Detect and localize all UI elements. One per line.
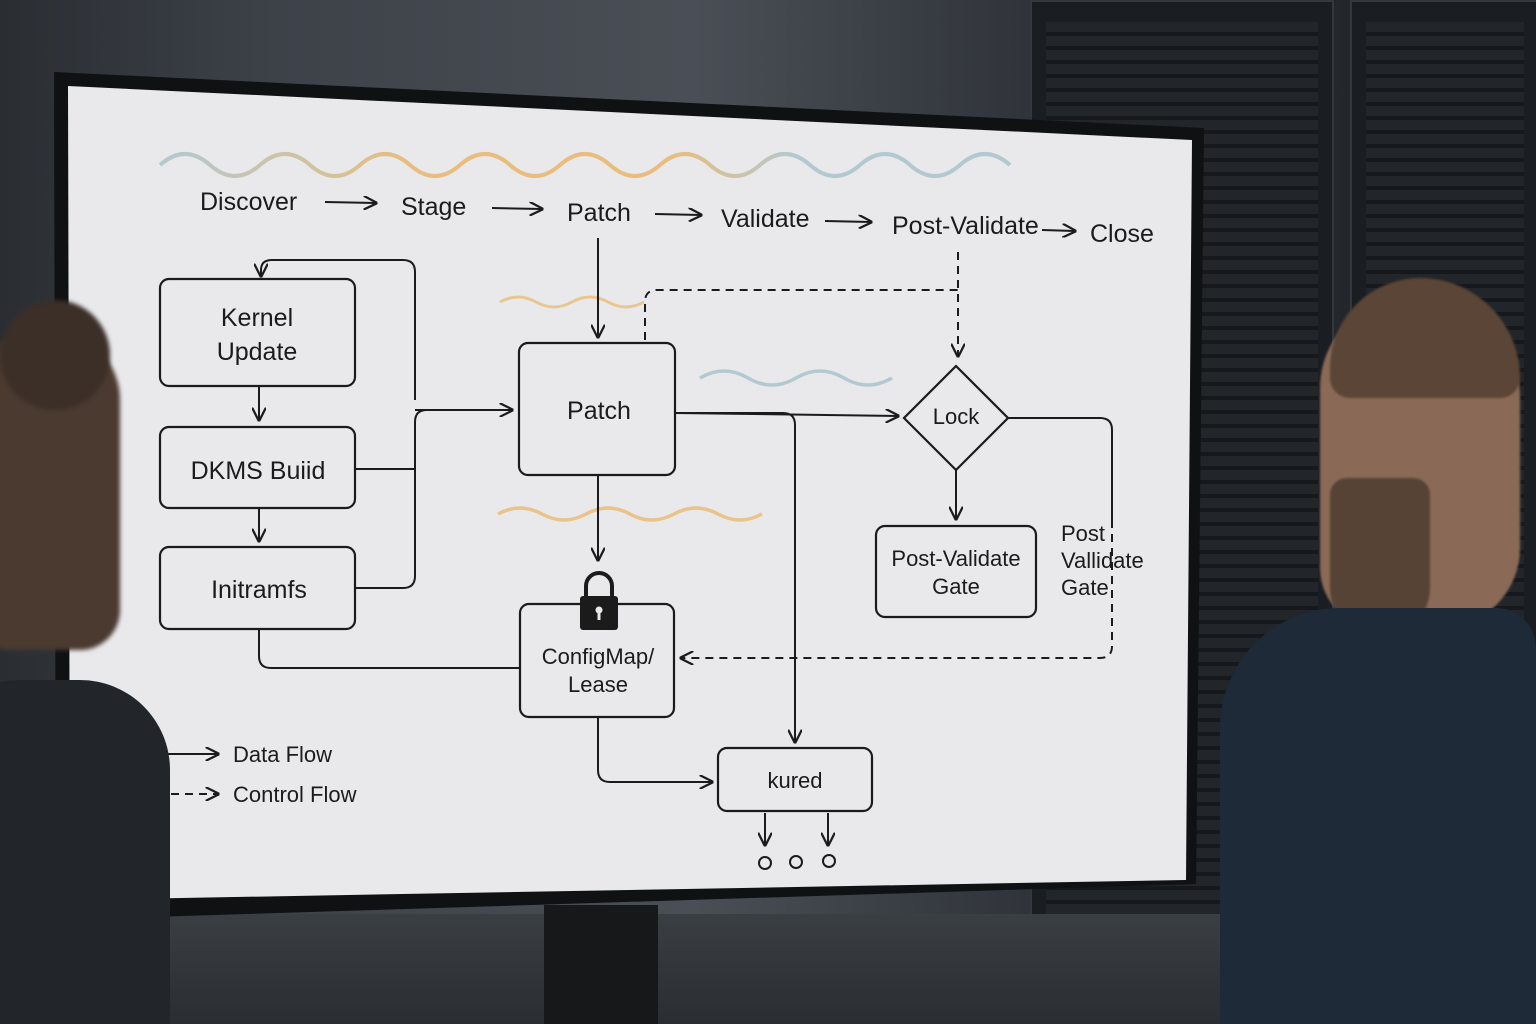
stage-arrow-2: [491, 208, 542, 209]
post-validate-gate-label-2: Gate: [932, 574, 980, 599]
arrow-loop-to-kernel: [261, 259, 416, 400]
legend-control-flow-label: Control Flow: [233, 782, 357, 807]
decorative-wave-top: [158, 152, 1012, 178]
stage-stage: Stage: [401, 193, 466, 221]
line-initramfs-to-configmap: [258, 629, 520, 669]
stage-arrow-1: [324, 202, 376, 203]
stage-validate: Validate: [721, 205, 810, 233]
post-validate-side-label-1: Post: [1061, 521, 1105, 546]
patch-label: Patch: [567, 397, 631, 425]
stage-arrow-5: [1041, 230, 1075, 231]
stage-arrow-3: [654, 214, 701, 215]
node-dkms-build: [158, 425, 357, 510]
person-right: [1220, 278, 1536, 1024]
decorative-wave-patch-top: [499, 295, 645, 309]
monitor-stand: [544, 905, 658, 1024]
kernel-update-label-2: Update: [217, 338, 298, 366]
lock-label: Lock: [933, 404, 980, 429]
post-validate-side-label-2: Vallidate: [1061, 548, 1144, 573]
legend-data-flow-label: Data Flow: [233, 742, 332, 767]
padlock-icon: [580, 571, 618, 630]
node-kured: [716, 746, 874, 813]
line-lock-to-side: [1008, 417, 1113, 520]
line-initramfs-to-bus: [355, 409, 428, 589]
kernel-update-label-1: Kernel: [221, 304, 293, 332]
node-kernel-update: [158, 277, 357, 388]
dashed-side-to-configmap: [681, 520, 1113, 658]
kured-label: kured: [767, 768, 822, 793]
decorative-wave-middle: [699, 369, 893, 387]
arrow-patch-to-kured: [675, 412, 795, 742]
arrow-configmap-to-kured: [597, 717, 712, 782]
person-left: [0, 300, 170, 1024]
initramfs-label: Initramfs: [211, 576, 307, 604]
node-dot-icon: [822, 854, 836, 868]
stage-discover: Discover: [200, 188, 297, 216]
configmap-label-2: Lease: [568, 672, 628, 697]
stage-arrow-4: [824, 221, 871, 222]
post-validate-gate-label-1: Post-Validate: [891, 546, 1020, 571]
dkms-build-label: DKMS Buiid: [191, 457, 326, 485]
node-post-validate-gate: [874, 524, 1038, 619]
decorative-wave-patch-bottom: [497, 506, 763, 522]
node-dot-icon: [789, 855, 803, 869]
dashed-patch-to-control: [644, 289, 958, 340]
node-dot-icon: [758, 856, 772, 870]
configmap-label-1: ConfigMap/: [542, 644, 655, 669]
stage-post-validate: Post-Validate: [892, 212, 1039, 240]
post-validate-side-label-3: Gate: [1061, 575, 1109, 600]
stage-close: Close: [1090, 220, 1154, 248]
stage-patch: Patch: [567, 199, 631, 227]
